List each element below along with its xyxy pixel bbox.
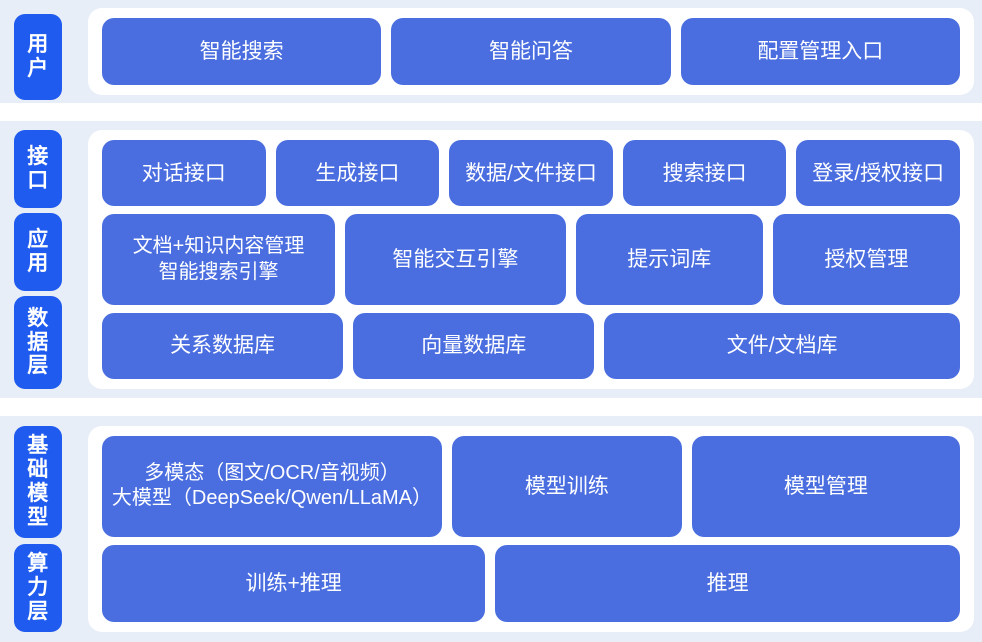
- layer-tab-interface: 接口: [14, 130, 62, 208]
- node-label: 对话接口: [141, 161, 226, 185]
- node-label: 提示词库: [627, 247, 712, 271]
- panel-base: 多模态（图文/OCR/音视频） 大模型（DeepSeek/Qwen/LLaMA） 模…: [88, 426, 974, 632]
- node-intelligent-search[interactable]: 智能搜索: [102, 18, 382, 85]
- section-divider-upper: [0, 103, 982, 121]
- node-doc-knowledge-management[interactable]: 文档+知识内容管理智能搜索引擎: [102, 214, 336, 305]
- node-label: 推理: [706, 571, 749, 595]
- node-label: 数据/文件接口: [465, 161, 597, 185]
- section-middle: 接口应用数据层 对话接口生成接口数据/文件接口搜索接口登录/授权接口文档+知识内…: [0, 121, 982, 398]
- layer-tab-char: 口: [27, 169, 49, 192]
- rail-middle: 接口应用数据层: [0, 121, 78, 398]
- layer-tab-char: 型: [27, 505, 49, 529]
- layer-tab-char: 模: [27, 481, 49, 505]
- layer-tab-user: 用户: [14, 14, 62, 100]
- data-row: 关系数据库 向量数据库 文件/文档库: [102, 312, 960, 380]
- node-relational-database[interactable]: 关系数据库: [102, 312, 344, 380]
- panel-middle: 对话接口 生成接口 数据/文件接口 搜索接口 登录/授权接口文档+知识内容管理智能搜索引…: [88, 130, 974, 389]
- node-config-management-entry[interactable]: 配置管理入口: [680, 18, 960, 85]
- layer-tab-char: 层: [27, 354, 49, 378]
- node-model-management[interactable]: 模型管理: [691, 436, 960, 537]
- node-search-api[interactable]: 搜索接口: [622, 140, 787, 207]
- layer-tab-char: 算: [27, 552, 49, 576]
- node-label: 文件/文档库: [726, 334, 838, 358]
- rail-base: 基础模型算力层: [0, 416, 78, 642]
- node-label: 授权管理: [824, 247, 909, 271]
- node-generation-api[interactable]: 生成接口: [275, 140, 440, 207]
- node-training-inference[interactable]: 训练+推理: [102, 544, 486, 623]
- node-label: 模型管理: [783, 474, 868, 498]
- layer-tab-char: 户: [27, 57, 49, 80]
- node-label: 训练+推理: [245, 571, 342, 595]
- layer-tab-datalayer: 数据层: [14, 296, 62, 389]
- rail-user: 用户: [0, 0, 78, 103]
- node-multimodal-large-model[interactable]: 多模态（图文/OCR/音视频） 大模型（DeepSeek/Qwen/LLaMA）: [102, 436, 442, 537]
- layer-tab-compute-layer: 算力层: [14, 543, 62, 632]
- node-inference[interactable]: 推理: [495, 544, 960, 623]
- node-label: 登录/授权接口: [812, 161, 945, 185]
- user-entry-row: 智能搜索 智能问答 配置管理入口: [102, 18, 960, 85]
- node-label: 向量数据库: [421, 334, 527, 358]
- node-label: 智能问答: [488, 39, 573, 63]
- layer-tab-char: 应: [27, 228, 49, 252]
- node-label: 智能搜索: [199, 39, 284, 63]
- layer-tab-application: 应用: [14, 213, 62, 291]
- node-label: 关系数据库: [170, 334, 276, 358]
- layer-tab-char: 用: [27, 252, 49, 275]
- layer-tab-char: 用: [27, 33, 49, 57]
- node-login-auth-api[interactable]: 登录/授权接口: [796, 140, 960, 207]
- layer-tab-char: 础: [27, 458, 49, 482]
- node-auth-management[interactable]: 授权管理: [772, 214, 960, 305]
- layer-tab-char: 接: [27, 145, 49, 169]
- node-label: 智能交互引擎: [392, 247, 519, 271]
- node-label: 配置管理入口: [757, 39, 884, 63]
- node-file-document-store[interactable]: 文件/文档库: [604, 312, 960, 380]
- section-divider-lower: [0, 398, 982, 416]
- node-label: 模型训练: [524, 474, 609, 498]
- compute-row: 训练+推理 推理: [102, 544, 960, 623]
- node-model-training[interactable]: 模型训练: [451, 436, 682, 537]
- application-row: 文档+知识内容管理智能搜索引擎 智能交互引擎 提示词库 授权管理: [102, 214, 960, 305]
- node-label: 生成接口: [315, 161, 400, 185]
- node-label: 多模态（图文/OCR/音视频）: [144, 461, 400, 484]
- node-label: 文档+知识内容管理: [132, 234, 305, 257]
- layer-tab-char: 层: [27, 599, 49, 623]
- node-data-file-api[interactable]: 数据/文件接口: [449, 140, 613, 207]
- node-interaction-engine[interactable]: 智能交互引擎: [345, 214, 566, 305]
- layer-tab-foundation-model: 基础模型: [14, 426, 62, 538]
- node-label: 搜索接口: [662, 161, 747, 185]
- section-base: 基础模型算力层 多模态（图文/OCR/音视频）大模型（DeepSeek/Qwen…: [0, 416, 982, 642]
- panel-user: 智能搜索 智能问答 配置管理入口: [88, 8, 974, 95]
- layer-tab-char: 力: [27, 576, 49, 600]
- node-label: 智能搜索引擎: [158, 260, 279, 283]
- model-row: 多模态（图文/OCR/音视频） 大模型（DeepSeek/Qwen/LLaMA） 模…: [102, 436, 960, 537]
- node-dialog-api[interactable]: 对话接口: [102, 140, 266, 207]
- layer-tab-char: 基: [27, 434, 49, 458]
- node-vector-database[interactable]: 向量数据库: [353, 312, 595, 380]
- layer-tab-char: 数: [27, 306, 49, 330]
- node-prompt-library[interactable]: 提示词库: [575, 214, 763, 305]
- node-intelligent-qa[interactable]: 智能问答: [391, 18, 671, 85]
- section-user: 用户 智能搜索 智能问答 配置管理入口: [0, 0, 982, 103]
- node-label: 大模型（DeepSeek/Qwen/LLaMA）: [111, 487, 433, 510]
- layer-tab-char: 据: [27, 330, 49, 354]
- interface-row: 对话接口 生成接口 数据/文件接口 搜索接口 登录/授权接口: [102, 140, 960, 207]
